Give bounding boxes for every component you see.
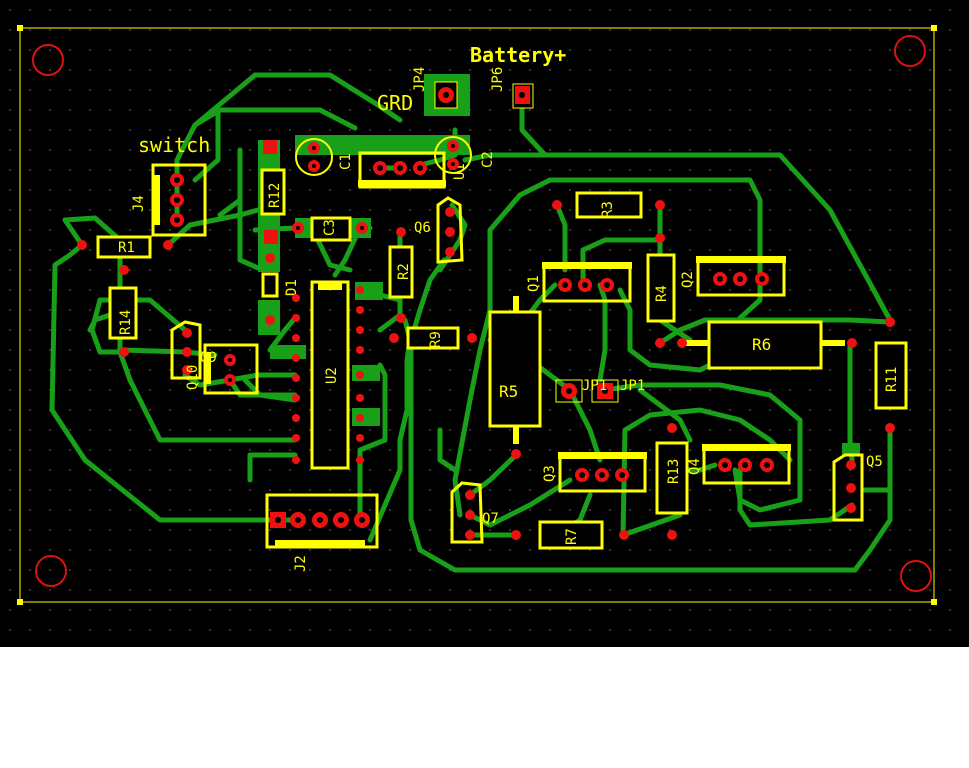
q1-label: Q1: [526, 275, 542, 292]
r13-resistor: R13: [655, 423, 689, 540]
d1-diode: D1: [261, 253, 300, 325]
r3-label: R3: [600, 201, 616, 218]
q10-label: Q10: [185, 365, 201, 390]
q3-transistor: Q3: [542, 452, 647, 493]
r5-label: R5: [499, 382, 518, 401]
jp4-connector: JP4: [412, 67, 458, 109]
j4-connector: J4: [131, 163, 207, 237]
r11-resistor: R11: [874, 317, 908, 433]
r3-resistor: R3: [552, 191, 665, 219]
c1-capacitor: C1: [295, 138, 354, 176]
mounting-holes: [32, 35, 932, 592]
r8-label: R1: [118, 240, 135, 256]
battery-label: Battery+: [470, 43, 566, 67]
r13-label: R13: [666, 459, 682, 484]
j2-connector: J2: [265, 493, 379, 572]
r14-label: R14: [118, 310, 134, 335]
switch-label: switch: [138, 133, 210, 157]
u2-label: U2: [324, 367, 340, 384]
r11-label: R11: [884, 367, 900, 392]
q9-label: Q9: [200, 350, 217, 366]
q5-label: Q5: [866, 454, 883, 470]
r6-resistor: R6: [677, 320, 857, 370]
q6-transistor: Q6: [414, 196, 464, 264]
q7-transistor: Q7: [450, 481, 499, 544]
jp1-label-a: JP1: [582, 378, 607, 394]
r2-label: R2: [396, 263, 412, 280]
r7-resistor: R7: [511, 520, 629, 550]
q1-transistor: Q1: [526, 262, 632, 303]
board-outline: [19, 27, 935, 603]
r9-label: R9: [428, 331, 444, 348]
c2-label: C2: [480, 151, 496, 168]
q3-label: Q3: [542, 465, 558, 482]
r9-resistor: R9: [389, 326, 477, 350]
r14-resistor: R14: [108, 265, 138, 357]
c3-label: C3: [322, 219, 338, 236]
j4-label: J4: [131, 195, 147, 212]
jp4-label: JP4: [412, 67, 428, 92]
c2-capacitor: C2: [434, 136, 496, 174]
r6-label: R6: [752, 335, 771, 354]
jp1-label-b: JP1: [620, 378, 645, 394]
r12-label: R12: [267, 183, 283, 208]
r8-resistor: R1: [77, 235, 173, 259]
outline-corners: [17, 25, 937, 605]
c3-capacitor: C3: [292, 216, 368, 242]
r4-resistor: R4: [646, 233, 676, 348]
q4-transistor: Q4: [687, 444, 791, 485]
misc-pads: [885, 317, 895, 327]
q5-transistor: Q5: [832, 453, 883, 522]
j2-label: J2: [293, 555, 309, 572]
q2-label: Q2: [680, 271, 696, 288]
q2-transistor: Q2: [680, 256, 786, 297]
u2-ic: U2: [292, 280, 364, 470]
grd-label: GRD: [377, 91, 413, 115]
q9-transistor: Q9: [200, 343, 259, 395]
r5-resistor: R5: [488, 296, 542, 459]
jp6-label: JP6: [490, 67, 506, 92]
q7-label: Q7: [482, 511, 499, 527]
d1-label: D1: [284, 279, 300, 296]
r12-resistor: R12: [260, 140, 286, 244]
q4-label: Q4: [687, 458, 703, 475]
q10-transistor: Q10: [170, 320, 202, 390]
r7-label: R7: [564, 528, 580, 545]
c1-label: C1: [338, 153, 354, 170]
r2-resistor: R2: [388, 227, 414, 323]
jp6-connector: JP6: [490, 67, 534, 109]
jp1-jumpers: JP1 JP1: [555, 378, 645, 403]
r4-label: R4: [654, 285, 670, 302]
q6-label: Q6: [414, 220, 431, 236]
